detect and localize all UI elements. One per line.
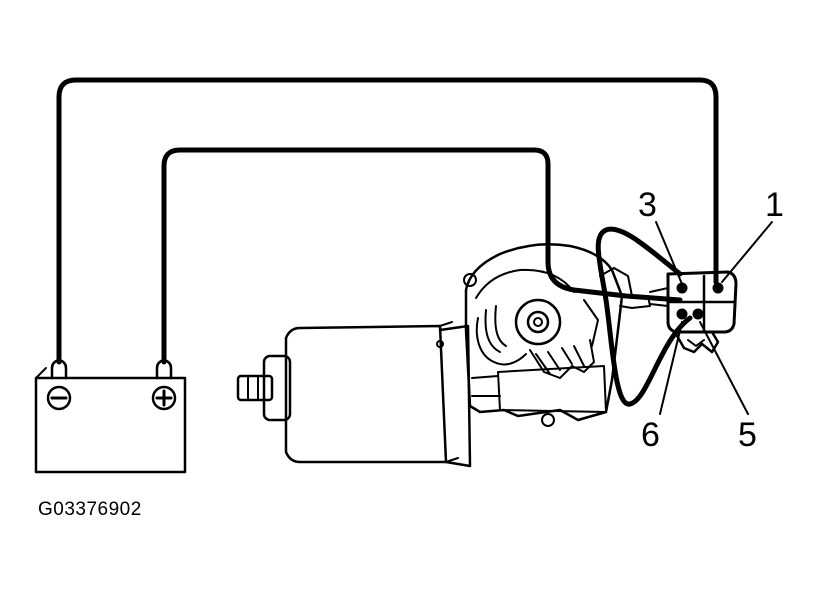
negative-symbol-circle bbox=[46, 385, 72, 411]
pin-6-terminal bbox=[676, 308, 688, 320]
leader-line-5 bbox=[699, 321, 749, 415]
output-shaft-outer bbox=[514, 298, 562, 346]
mount-hole-top bbox=[463, 273, 477, 287]
battery-negative-terminal bbox=[50, 358, 68, 380]
gearbox-housing bbox=[464, 242, 624, 422]
connector-bracket bbox=[599, 267, 651, 309]
output-shaft-inner bbox=[526, 310, 550, 334]
connector-housing bbox=[666, 270, 738, 334]
motor-body bbox=[284, 324, 448, 464]
leader-line-3 bbox=[655, 221, 683, 285]
pin-label-3: 3 bbox=[638, 186, 657, 224]
positive-symbol-circle bbox=[151, 385, 177, 411]
pin-label-1: 1 bbox=[765, 186, 784, 224]
mount-hole-bottom bbox=[541, 413, 555, 427]
wire-negative-to-pin-1 bbox=[56, 77, 719, 365]
pin-label-6: 6 bbox=[641, 416, 660, 454]
motor-shaft bbox=[236, 374, 274, 402]
figure-code: G03376902 bbox=[38, 499, 142, 520]
internal-wiring bbox=[475, 317, 527, 366]
connector-tail bbox=[674, 330, 720, 354]
battery-positive-terminal bbox=[155, 358, 173, 380]
jumper-wire-pin-6 bbox=[595, 226, 693, 407]
motor-end-cap bbox=[262, 354, 292, 422]
gearbox-cover bbox=[497, 365, 607, 413]
pin-1-terminal bbox=[712, 282, 724, 294]
wire-positive-to-pin-3 bbox=[161, 147, 683, 365]
pin-5-terminal bbox=[692, 308, 704, 320]
leader-line-6 bbox=[659, 321, 683, 415]
pin-label-5: 5 bbox=[738, 416, 757, 454]
leader-line-1 bbox=[721, 221, 773, 283]
